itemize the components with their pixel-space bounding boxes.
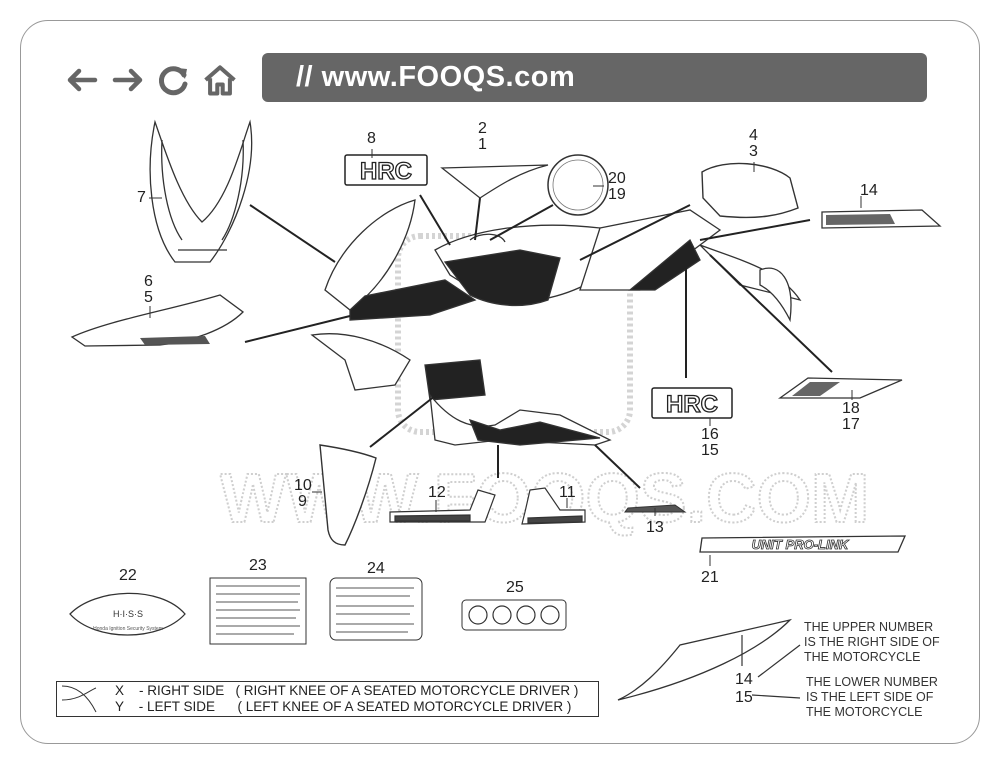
part-1-2-decal — [440, 164, 549, 199]
note-line: THE MOTORCYCLE — [806, 705, 923, 719]
arrow-left-icon[interactable] — [64, 62, 100, 98]
hiss-sub-text: Honda Ignition Security System — [93, 626, 163, 632]
part-number: 11 — [559, 484, 576, 501]
part-11-decal — [521, 487, 586, 525]
part-number: 10 — [294, 477, 312, 494]
note-line: IS THE LEFT SIDE OF — [806, 690, 934, 704]
legend-left-side: Y - LEFT SIDE ( LEFT KNEE OF A SEATED MO… — [115, 699, 572, 714]
part-number: 24 — [367, 560, 385, 577]
part-number: 20 — [608, 170, 626, 187]
part-number: 2 — [478, 120, 487, 137]
hrc-text-8: HRC — [360, 158, 412, 185]
part-21-unit-pro-link-decal: UNIT PRO-LINK — [699, 535, 906, 553]
part-8-hrc-decal: HRC — [344, 154, 428, 186]
part-number: 15 — [701, 442, 719, 459]
part-23-caution-label — [209, 577, 307, 645]
note-line: THE UPPER NUMBER — [804, 620, 934, 634]
part-17-18-decal — [777, 377, 903, 399]
part-number: 4 — [749, 127, 758, 144]
side-example-decal — [617, 618, 801, 701]
part-number: 1 — [478, 136, 487, 153]
hrc-text-16: HRC — [666, 391, 718, 418]
home-icon[interactable] — [202, 62, 238, 98]
part-3-4-tank-decal — [701, 162, 799, 219]
note-line: IS THE RIGHT SIDE OF — [804, 635, 940, 649]
part-number: 19 — [608, 186, 626, 203]
part-number: 3 — [749, 143, 758, 160]
part-number: 5 — [144, 289, 153, 306]
url-text: // www.FOOQS.com — [296, 61, 576, 93]
part-22-hiss-label: H·I·S·S Honda Ignition Security System — [69, 592, 186, 636]
part-number: 16 — [701, 426, 719, 443]
reload-icon[interactable] — [156, 62, 192, 98]
part-number: 22 — [119, 567, 137, 584]
side-legend: X - RIGHT SIDE ( RIGHT KNEE OF A SEATED … — [56, 681, 599, 717]
browser-nav — [64, 58, 238, 102]
part-number: 6 — [144, 273, 153, 290]
part-number: 9 — [298, 493, 307, 510]
part-number: 17 — [842, 416, 860, 433]
part-7-front-cowl-decal — [149, 119, 253, 263]
arrow-right-icon[interactable] — [110, 62, 146, 98]
motorcycle-fairing-illustration — [310, 199, 802, 446]
part-25-icon-label — [461, 599, 567, 631]
part-14-seat-cowl-decal — [821, 209, 942, 229]
lower-number-note: THE LOWER NUMBER IS THE LEFT SIDE OF THE… — [806, 675, 938, 720]
part-24-fuel-label — [329, 577, 423, 641]
leader-lines — [244, 194, 833, 489]
part-number: 25 — [506, 579, 524, 596]
part-number: 14 — [735, 671, 753, 688]
part-15-16-hrc-decal: HRC — [651, 387, 733, 419]
note-line: THE MOTORCYCLE — [804, 650, 921, 664]
number-ticks — [149, 149, 862, 566]
part-12-decal — [389, 489, 496, 523]
part-number: 7 — [137, 189, 146, 206]
unit-pro-link-text: UNIT PRO-LINK — [752, 537, 850, 552]
note-line: THE LOWER NUMBER — [806, 675, 938, 689]
upper-number-note: THE UPPER NUMBER IS THE RIGHT SIDE OF TH… — [804, 620, 940, 665]
part-number: 18 — [842, 400, 860, 417]
part-19-20-cap-decal — [547, 154, 609, 216]
hiss-text: H·I·S·S — [113, 609, 143, 619]
part-number: 21 — [701, 569, 719, 586]
part-number: 12 — [428, 484, 446, 501]
url-bar[interactable]: // www.FOOQS.com — [262, 53, 927, 102]
part-number: 15 — [735, 689, 753, 706]
part-5-6-side-decal — [70, 294, 244, 347]
legend-right-side: X - RIGHT SIDE ( RIGHT KNEE OF A SEATED … — [115, 683, 579, 698]
part-number: 23 — [249, 557, 267, 574]
part-9-10-screen-decal — [319, 444, 377, 546]
legend-knee-icon — [61, 685, 97, 713]
part-number: 13 — [646, 519, 664, 536]
part-number: 14 — [860, 182, 878, 199]
part-number: 8 — [367, 130, 376, 147]
